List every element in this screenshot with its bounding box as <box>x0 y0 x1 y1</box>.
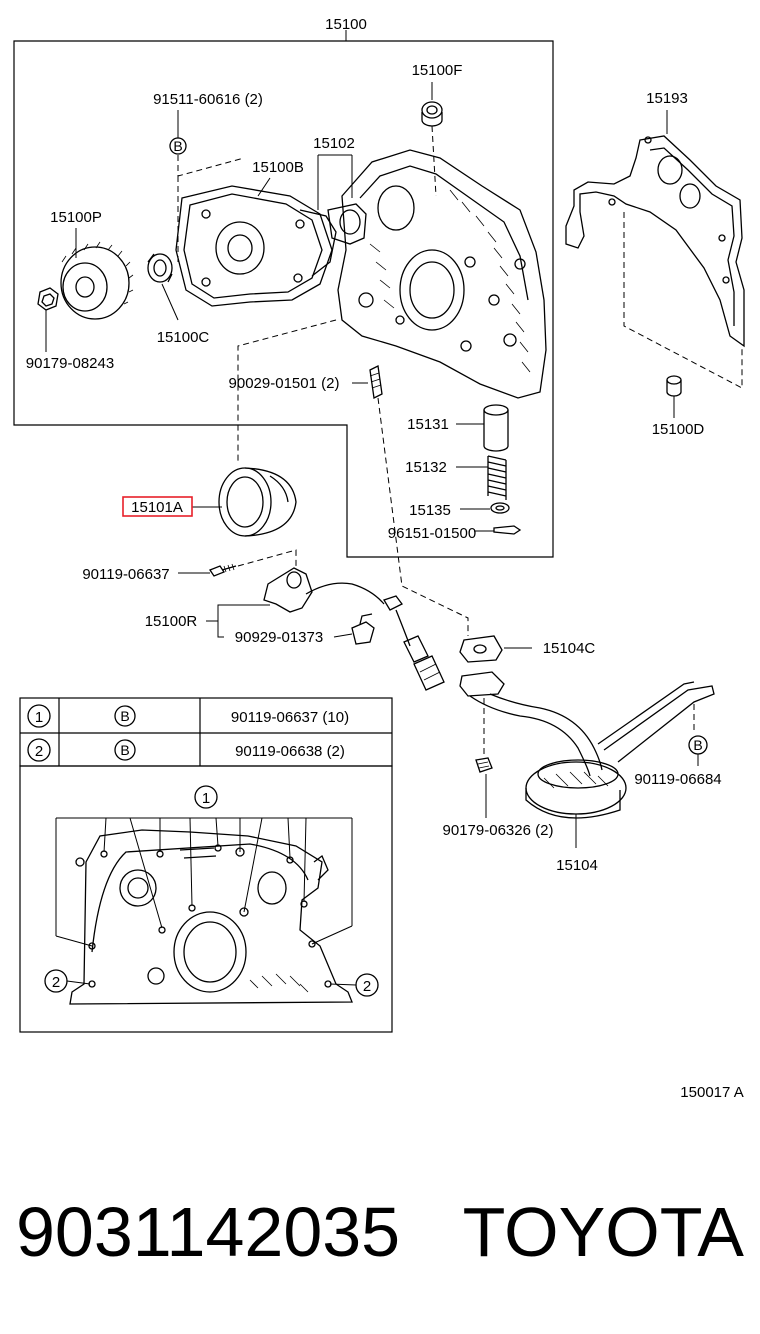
label-96151-01500[interactable]: 96151-01500 <box>388 525 476 542</box>
part-number: 9031142035 <box>16 1193 400 1271</box>
spring-15132[interactable] <box>487 455 507 500</box>
label-15104[interactable]: 15104 <box>556 857 598 874</box>
oil-seal-15101a[interactable] <box>218 467 297 537</box>
bearing-15100c[interactable] <box>147 253 173 283</box>
table-row[interactable]: 1 B 90119-06637 (10) <box>27 704 349 728</box>
bolt-90119-06637[interactable] <box>209 563 237 577</box>
label-15100[interactable]: 15100 <box>325 16 367 33</box>
label-90179-08243[interactable]: 90179-08243 <box>26 355 114 372</box>
row-part: 90119-06638 (2) <box>235 743 345 760</box>
gasket-15104c[interactable] <box>459 635 503 663</box>
row-mark: B <box>120 708 129 724</box>
label-91511-60616[interactable]: 91511-60616 (2) <box>153 91 263 108</box>
label-90179-06326[interactable]: 90179-06326 (2) <box>443 822 554 839</box>
inset-callout-2-right: 2 <box>363 978 371 995</box>
label-15131[interactable]: 15131 <box>407 416 449 433</box>
label-15100f[interactable]: 15100F <box>412 62 463 79</box>
valve-15131[interactable] <box>483 404 509 452</box>
label-15135[interactable]: 15135 <box>409 502 451 519</box>
pump-body[interactable] <box>327 149 547 399</box>
label-15100p[interactable]: 15100P <box>50 209 102 226</box>
highlight-15101a <box>122 496 193 517</box>
bolt-mark-b-strainer: B <box>693 737 702 753</box>
label-15102[interactable]: 15102 <box>313 135 355 152</box>
clamp-90929-01373[interactable] <box>351 613 375 645</box>
plate-15100b[interactable] <box>175 185 333 307</box>
retainer-15135[interactable] <box>490 502 510 514</box>
label-15132[interactable]: 15132 <box>405 459 447 476</box>
cap-15100f[interactable] <box>421 101 443 127</box>
assembly-box <box>13 40 554 558</box>
clip-96151[interactable] <box>493 525 522 535</box>
figure-code: 150017 A <box>680 1084 743 1101</box>
row-index: 2 <box>35 743 43 760</box>
sensor-15100r[interactable] <box>263 567 445 691</box>
inset-callout-1: 1 <box>202 790 210 807</box>
label-15100r[interactable]: 15100R <box>145 613 198 630</box>
row-mark: B <box>120 742 129 758</box>
bolt-mark-b-top: B <box>173 138 182 154</box>
inset-callout-2-left: 2 <box>52 974 60 991</box>
label-90029-01501[interactable]: 90029-01501 (2) <box>229 375 340 392</box>
label-90119-06684[interactable]: 90119-06684 <box>634 771 721 788</box>
pin-90029[interactable] <box>369 365 383 399</box>
label-15193[interactable]: 15193 <box>646 90 688 107</box>
strainer-15104[interactable] <box>459 671 715 819</box>
label-15100c[interactable]: 15100C <box>157 329 210 346</box>
pin-15100d[interactable] <box>666 375 682 397</box>
gasket-15193[interactable] <box>565 135 745 348</box>
row-part: 90119-06637 (10) <box>231 709 349 726</box>
bolt-location-inset: 1 <box>19 765 393 1033</box>
rotor-15100p[interactable] <box>37 241 134 320</box>
label-90929-01373[interactable]: 90929-01373 <box>235 629 323 646</box>
label-15101a[interactable]: 15101A <box>131 499 183 516</box>
label-15100b[interactable]: 15100B <box>252 159 304 176</box>
label-15104c[interactable]: 15104C <box>543 640 596 657</box>
label-15100d[interactable]: 15100D <box>652 421 705 438</box>
row-index: 1 <box>35 709 43 726</box>
table-row[interactable]: 2 B 90119-06638 (2) <box>27 738 345 762</box>
label-90119-06637[interactable]: 90119-06637 <box>82 566 169 583</box>
brand-name: TOYOTA <box>463 1193 745 1271</box>
nut-90179-06326[interactable] <box>475 757 493 773</box>
